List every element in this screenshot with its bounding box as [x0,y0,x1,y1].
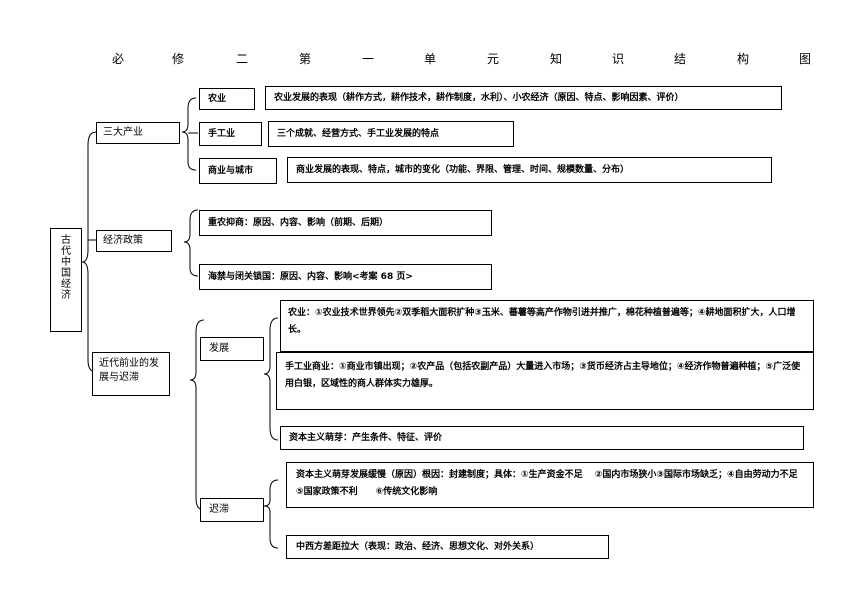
title-char: 元 [487,52,500,66]
root-brace [81,131,97,373]
agri-label: 农业 [208,94,227,104]
stag-brace [263,479,279,549]
node-stag-gap: 中西方差距拉大（表现：政治、经济、思想文化、对外关系） [286,535,609,559]
craft-text: 三个成就、经营方式、手工业发展的特点 [277,129,440,139]
policy-2-text: 海禁与闭关锁国：原因、内容、影响<考案 68 页> [208,272,413,282]
industries-brace [181,97,197,171]
node-stag: 迟滞 [200,498,264,522]
node-craft-text: 三个成就、经营方式、手工业发展的特点 [268,121,514,147]
agri-text: 农业发展的表现（耕作方式，耕作技术，耕作制度，水利）、小农经济（原因、特点、影响… [274,93,684,103]
node-policy-label: 经济政策 [103,235,143,246]
dev-agri-text: 农业：①农业技术世界领先②双季稻大面积扩种③玉米、蕃薯等高产作物引进并推广，棉花… [288,308,796,335]
commerce-label: 商业与城市 [208,166,254,176]
node-late-label: 近代前业的发展与迟滞 [99,358,159,383]
node-policy-2: 海禁与闭关锁国：原因、内容、影响<考案 68 页> [199,264,492,290]
node-agri-text: 农业发展的表现（耕作方式，耕作技术，耕作制度，水利）、小农经济（原因、特点、影响… [265,86,782,110]
stag-cause-text: 资本主义萌芽发展缓慢（原因）根因：封建制度；具体：①生产资金不足 ②国内市场狭小… [296,470,798,497]
node-late: 近代前业的发展与迟滞 [92,352,170,396]
node-dev: 发展 [200,337,264,361]
node-agri: 农业 [199,88,255,110]
page-title: 必 修 二 第 一 单 元 知 识 结 构 图 [112,50,812,68]
title-char: 构 [737,52,750,66]
node-commerce-text: 商业发展的表现、特点，城市的变化（功能、界限、管理、时间、规模数量、分布） [287,157,772,183]
dev-label: 发展 [209,343,229,354]
title-char: 必 [112,52,125,66]
title-char: 一 [362,52,375,66]
title-char: 图 [799,52,812,66]
title-char: 知 [550,52,563,66]
node-craft: 手工业 [199,122,262,146]
node-dev-cap: 资本主义萌芽：产生条件、特征、评价 [280,426,804,450]
commerce-text: 商业发展的表现、特点，城市的变化（功能、界限、管理、时间、规模数量、分布） [296,165,630,175]
node-dev-craft: 手工业商业：①商业市镇出现；②农产品（包括农副产品）大量进入市场；③货币经济占主… [276,352,814,410]
node-dev-agri: 农业：①农业技术世界领先②双季稻大面积扩种③玉米、蕃薯等高产作物引进并推广，棉花… [280,300,814,352]
title-char: 单 [424,52,437,66]
node-policy: 经济政策 [96,230,172,252]
node-policy-1: 重农抑商：原因、内容、影响（前期、后期） [199,210,492,236]
dev-cap-text: 资本主义萌芽：产生条件、特征、评价 [289,433,443,443]
root-node: 古代中国经济 [50,228,82,332]
policy-1-text: 重农抑商：原因、内容、影响（前期、后期） [208,218,389,228]
node-industries-label: 三大产业 [103,127,143,138]
late-brace [189,319,205,511]
stag-gap-text: 中西方差距拉大（表现：政治、经济、思想文化、对外关系） [296,542,540,552]
node-industries: 三大产业 [96,122,180,144]
title-char: 结 [674,52,687,66]
title-char: 二 [236,52,249,66]
dev-craft-text: 手工业商业：①商业市镇出现；②农产品（包括农副产品）大量进入市场；③货币经济占主… [285,362,801,389]
craft-label: 手工业 [208,129,236,139]
title-char: 第 [299,52,312,66]
node-stag-cause: 资本主义萌芽发展缓慢（原因）根因：封建制度；具体：①生产资金不足 ②国内市场狭小… [286,462,814,508]
policy-brace [183,209,199,277]
root-label: 古代中国经济 [61,235,71,301]
title-char: 修 [172,52,185,66]
stag-label: 迟滞 [209,504,229,515]
node-commerce: 商业与城市 [199,158,277,184]
dev-brace [263,317,279,441]
title-char: 识 [612,52,625,66]
